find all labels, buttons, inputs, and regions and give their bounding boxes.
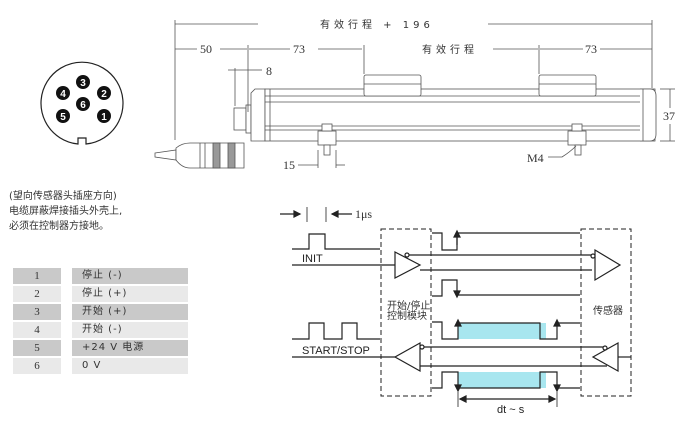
pin-1: 1	[97, 109, 111, 123]
table-row: 4 开始 (-)	[13, 322, 188, 338]
dim-right-carriage: 73	[585, 42, 597, 56]
svg-text:5: 5	[60, 112, 66, 123]
note-line: (望向传感器头插座方向)	[9, 191, 117, 202]
pin-3: 3	[76, 75, 90, 89]
dim-total-label: 有效行程 + 196	[320, 18, 434, 31]
dt-highlight-top	[458, 323, 546, 339]
pin-5: 5	[56, 109, 70, 123]
startstop-label: START/STOP	[302, 345, 370, 357]
controller-label-1: 开始/停止	[387, 299, 430, 312]
svg-text:1: 1	[101, 112, 107, 123]
table-row: 5 +24 V 电源	[13, 340, 188, 356]
dt-highlight-bottom	[458, 372, 546, 388]
note-line: 必须在控制器方接地。	[9, 221, 109, 232]
wiring-notes: (望向传感器头插座方向) 电缆屏蔽焊接插头外壳上, 必须在控制器方接地。	[9, 189, 122, 234]
sensor-label: 传感器	[593, 304, 623, 317]
timing-diagram	[280, 207, 632, 397]
table-row: 1 停止 (-)	[13, 268, 188, 284]
dim-connector-offset: 8	[266, 64, 272, 78]
pin-function: 停止 (+)	[72, 286, 188, 302]
dim-height: 37	[663, 109, 675, 123]
table-row: 6 0 V	[13, 358, 188, 374]
connector-face: 3 4 2 6 5 1	[40, 61, 124, 145]
pin-function: 0 V	[72, 358, 188, 374]
pin-number: 1	[13, 268, 61, 284]
dim-stroke-label: 有效行程	[422, 43, 478, 56]
mounting-foot-right	[567, 123, 587, 156]
init-label: INIT	[302, 253, 323, 265]
pin-number: 2	[13, 286, 61, 302]
pin-number: 3	[13, 304, 61, 320]
pin-number: 5	[13, 340, 61, 356]
dt-label: dt ~ s	[497, 404, 525, 416]
dim-foot-width: 15	[283, 158, 295, 172]
pulse-width-label: 1μs	[355, 207, 372, 221]
mounting-foot-left	[317, 123, 337, 156]
sensor-drawing	[154, 20, 675, 169]
svg-text:6: 6	[80, 100, 86, 111]
table-row: 3 开始 (+)	[13, 304, 188, 320]
pin-function: 开始 (+)	[72, 304, 188, 320]
pin-function: 停止 (-)	[72, 268, 188, 284]
dim-left-offset: 50	[200, 42, 212, 56]
table-row: 2 停止 (+)	[13, 286, 188, 302]
pin-function: 开始 (-)	[72, 322, 188, 338]
pin-function: +24 V 电源	[72, 340, 188, 356]
note-line: 电缆屏蔽焊接插头外壳上,	[9, 206, 123, 217]
pin-number: 6	[13, 358, 61, 374]
dim-left-carriage: 73	[293, 42, 305, 56]
dim-screw: M4	[527, 151, 544, 165]
svg-text:2: 2	[101, 89, 107, 100]
svg-text:3: 3	[80, 78, 86, 89]
pin-6: 6	[76, 97, 90, 111]
pin-4: 4	[56, 86, 70, 100]
pin-table: 1 停止 (-) 2 停止 (+) 3 开始 (+) 4 开始 (-) 5 +24 V 电…	[13, 268, 188, 376]
pin-number: 4	[13, 322, 61, 338]
controller-label-2: 控制模块	[387, 309, 427, 322]
svg-text:4: 4	[60, 89, 66, 100]
pin-2: 2	[97, 86, 111, 100]
